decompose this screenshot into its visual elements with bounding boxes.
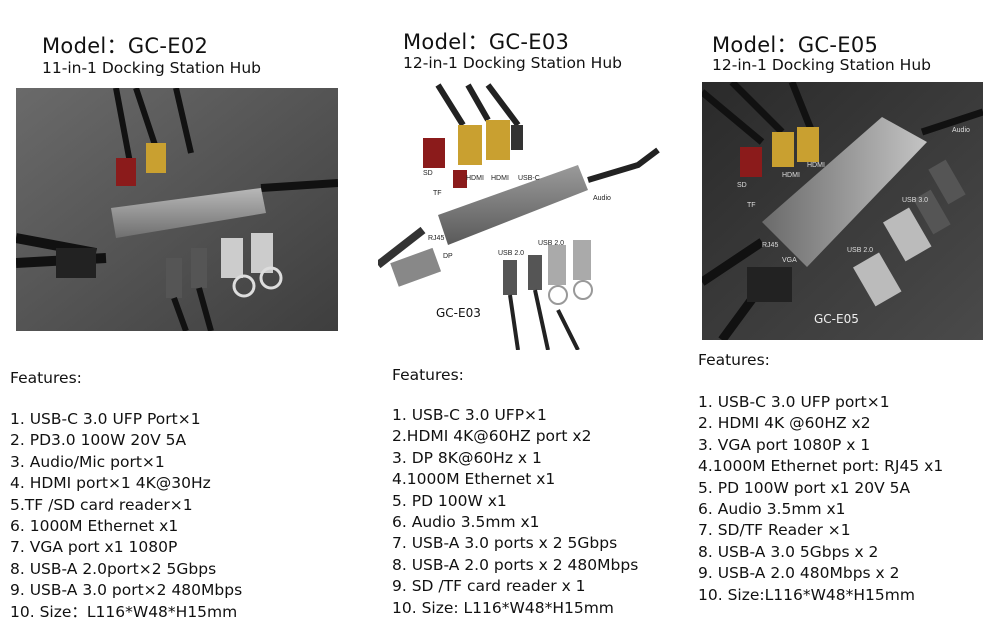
feature-item: 1. USB-C 3.0 UFP port×1 <box>698 393 890 411</box>
feature-item: 1. USB-C 3.0 UFP Port×1 <box>10 410 201 428</box>
feature-item: 9. USB-A 2.0 480Mbps x 2 <box>698 564 900 583</box>
feature-item: 6. Audio 3.5mm x1 <box>392 513 540 532</box>
feature-item: 7. VGA port x1 1080P <box>10 538 178 557</box>
svg-text:USB 2.0: USB 2.0 <box>538 240 564 247</box>
product-subtitle: 12-in-1 Docking Station Hub <box>712 56 931 74</box>
svg-text:Audio: Audio <box>593 195 611 202</box>
feature-item: 9. SD /TF card reader x 1 <box>392 577 586 596</box>
svg-text:TF: TF <box>433 190 442 197</box>
feature-item: 8. USB-A 3.0 5Gbps x 2 <box>698 542 879 561</box>
photo-model-label: GC-E05 <box>814 312 859 326</box>
feature-item: 4.1000M Ethernet x1 <box>392 470 556 489</box>
feature-item: 9. USB-A 3.0 port×2 480Mbps <box>10 581 243 600</box>
feature-item: 2. HDMI 4K @60HZ x2 <box>698 414 871 433</box>
feature-item: 8. USB-A 2.0port×2 5Gbps <box>10 559 217 578</box>
svg-text:USB 2.0: USB 2.0 <box>847 247 873 254</box>
svg-text:USB 3.0: USB 3.0 <box>902 197 928 204</box>
feature-item: 4.1000M Ethernet port: RJ45 x1 <box>698 457 944 476</box>
features-list: 1. USB-C 3.0 UFP×1 2.HDMI 4K@60HZ port x… <box>392 405 638 619</box>
product-subtitle: 12-in-1 Docking Station Hub <box>403 54 622 72</box>
svg-text:HDMI: HDMI <box>491 175 509 182</box>
feature-item: 2.HDMI 4K@60HZ port x2 <box>392 427 592 446</box>
features-list: 1. USB-C 3.0 UFP Port×1 2. PD3.0 100W 20… <box>10 409 242 623</box>
svg-text:SD: SD <box>737 182 747 189</box>
svg-text:VGA: VGA <box>782 257 797 264</box>
svg-text:HDMI: HDMI <box>807 162 825 169</box>
feature-item: 6. 1000M Ethernet x1 <box>10 517 179 536</box>
features-heading: Features: <box>698 351 770 369</box>
svg-text:Audio: Audio <box>952 127 970 134</box>
svg-text:TF: TF <box>747 202 756 209</box>
svg-text:USB 2.0: USB 2.0 <box>498 250 524 257</box>
features-heading: Features: <box>392 366 464 384</box>
feature-item: 2. PD3.0 100W 20V 5A <box>10 431 187 450</box>
svg-text:RJ45: RJ45 <box>762 242 778 249</box>
feature-item: 3. VGA port 1080P x 1 <box>698 435 871 454</box>
features-list: 1. USB-C 3.0 UFP port×1 2. HDMI 4K @60HZ… <box>698 392 943 606</box>
feature-item: 1. USB-C 3.0 UFP×1 <box>392 406 547 424</box>
svg-text:RJ45: RJ45 <box>428 235 444 242</box>
product-subtitle: 11-in-1 Docking Station Hub <box>42 59 261 77</box>
svg-text:SD: SD <box>423 170 433 177</box>
svg-text:DP: DP <box>443 253 453 260</box>
feature-item: 3. Audio/Mic port×1 <box>10 452 165 471</box>
svg-text:HDMI: HDMI <box>782 172 800 179</box>
feature-item: 4. HDMI port×1 4K@30Hz <box>10 474 211 493</box>
svg-text:HDMI: HDMI <box>466 175 484 182</box>
feature-item: 10. Size：L116*W48*H15mm <box>10 602 238 621</box>
feature-item: 5. PD 100W port x1 20V 5A <box>698 478 911 497</box>
svg-text:USB-C: USB-C <box>518 175 540 182</box>
model-title: Model：GC-E05 <box>712 33 879 57</box>
feature-item: 10. Size: L116*W48*H15mm <box>392 598 614 617</box>
feature-item: 5. PD 100W x1 <box>392 491 507 510</box>
model-title: Model：GC-E03 <box>403 30 570 54</box>
feature-item: 6. Audio 3.5mm x1 <box>698 500 846 519</box>
feature-item: 8. USB-A 2.0 ports x 2 480Mbps <box>392 555 639 574</box>
model-title: Model：GC-E02 <box>42 34 209 58</box>
feature-item: 7. SD/TF Reader ×1 <box>698 521 851 540</box>
features-heading: Features: <box>10 369 82 387</box>
photo-model-label: GC-E03 <box>436 306 481 320</box>
feature-item: 3. DP 8K@60Hz x 1 <box>392 448 542 467</box>
feature-item: 5.TF /SD card reader×1 <box>10 495 193 514</box>
product-photo <box>16 88 338 331</box>
feature-item: 10. Size:L116*W48*H15mm <box>698 585 915 604</box>
feature-item: 7. USB-A 3.0 ports x 2 5Gbps <box>392 534 618 553</box>
